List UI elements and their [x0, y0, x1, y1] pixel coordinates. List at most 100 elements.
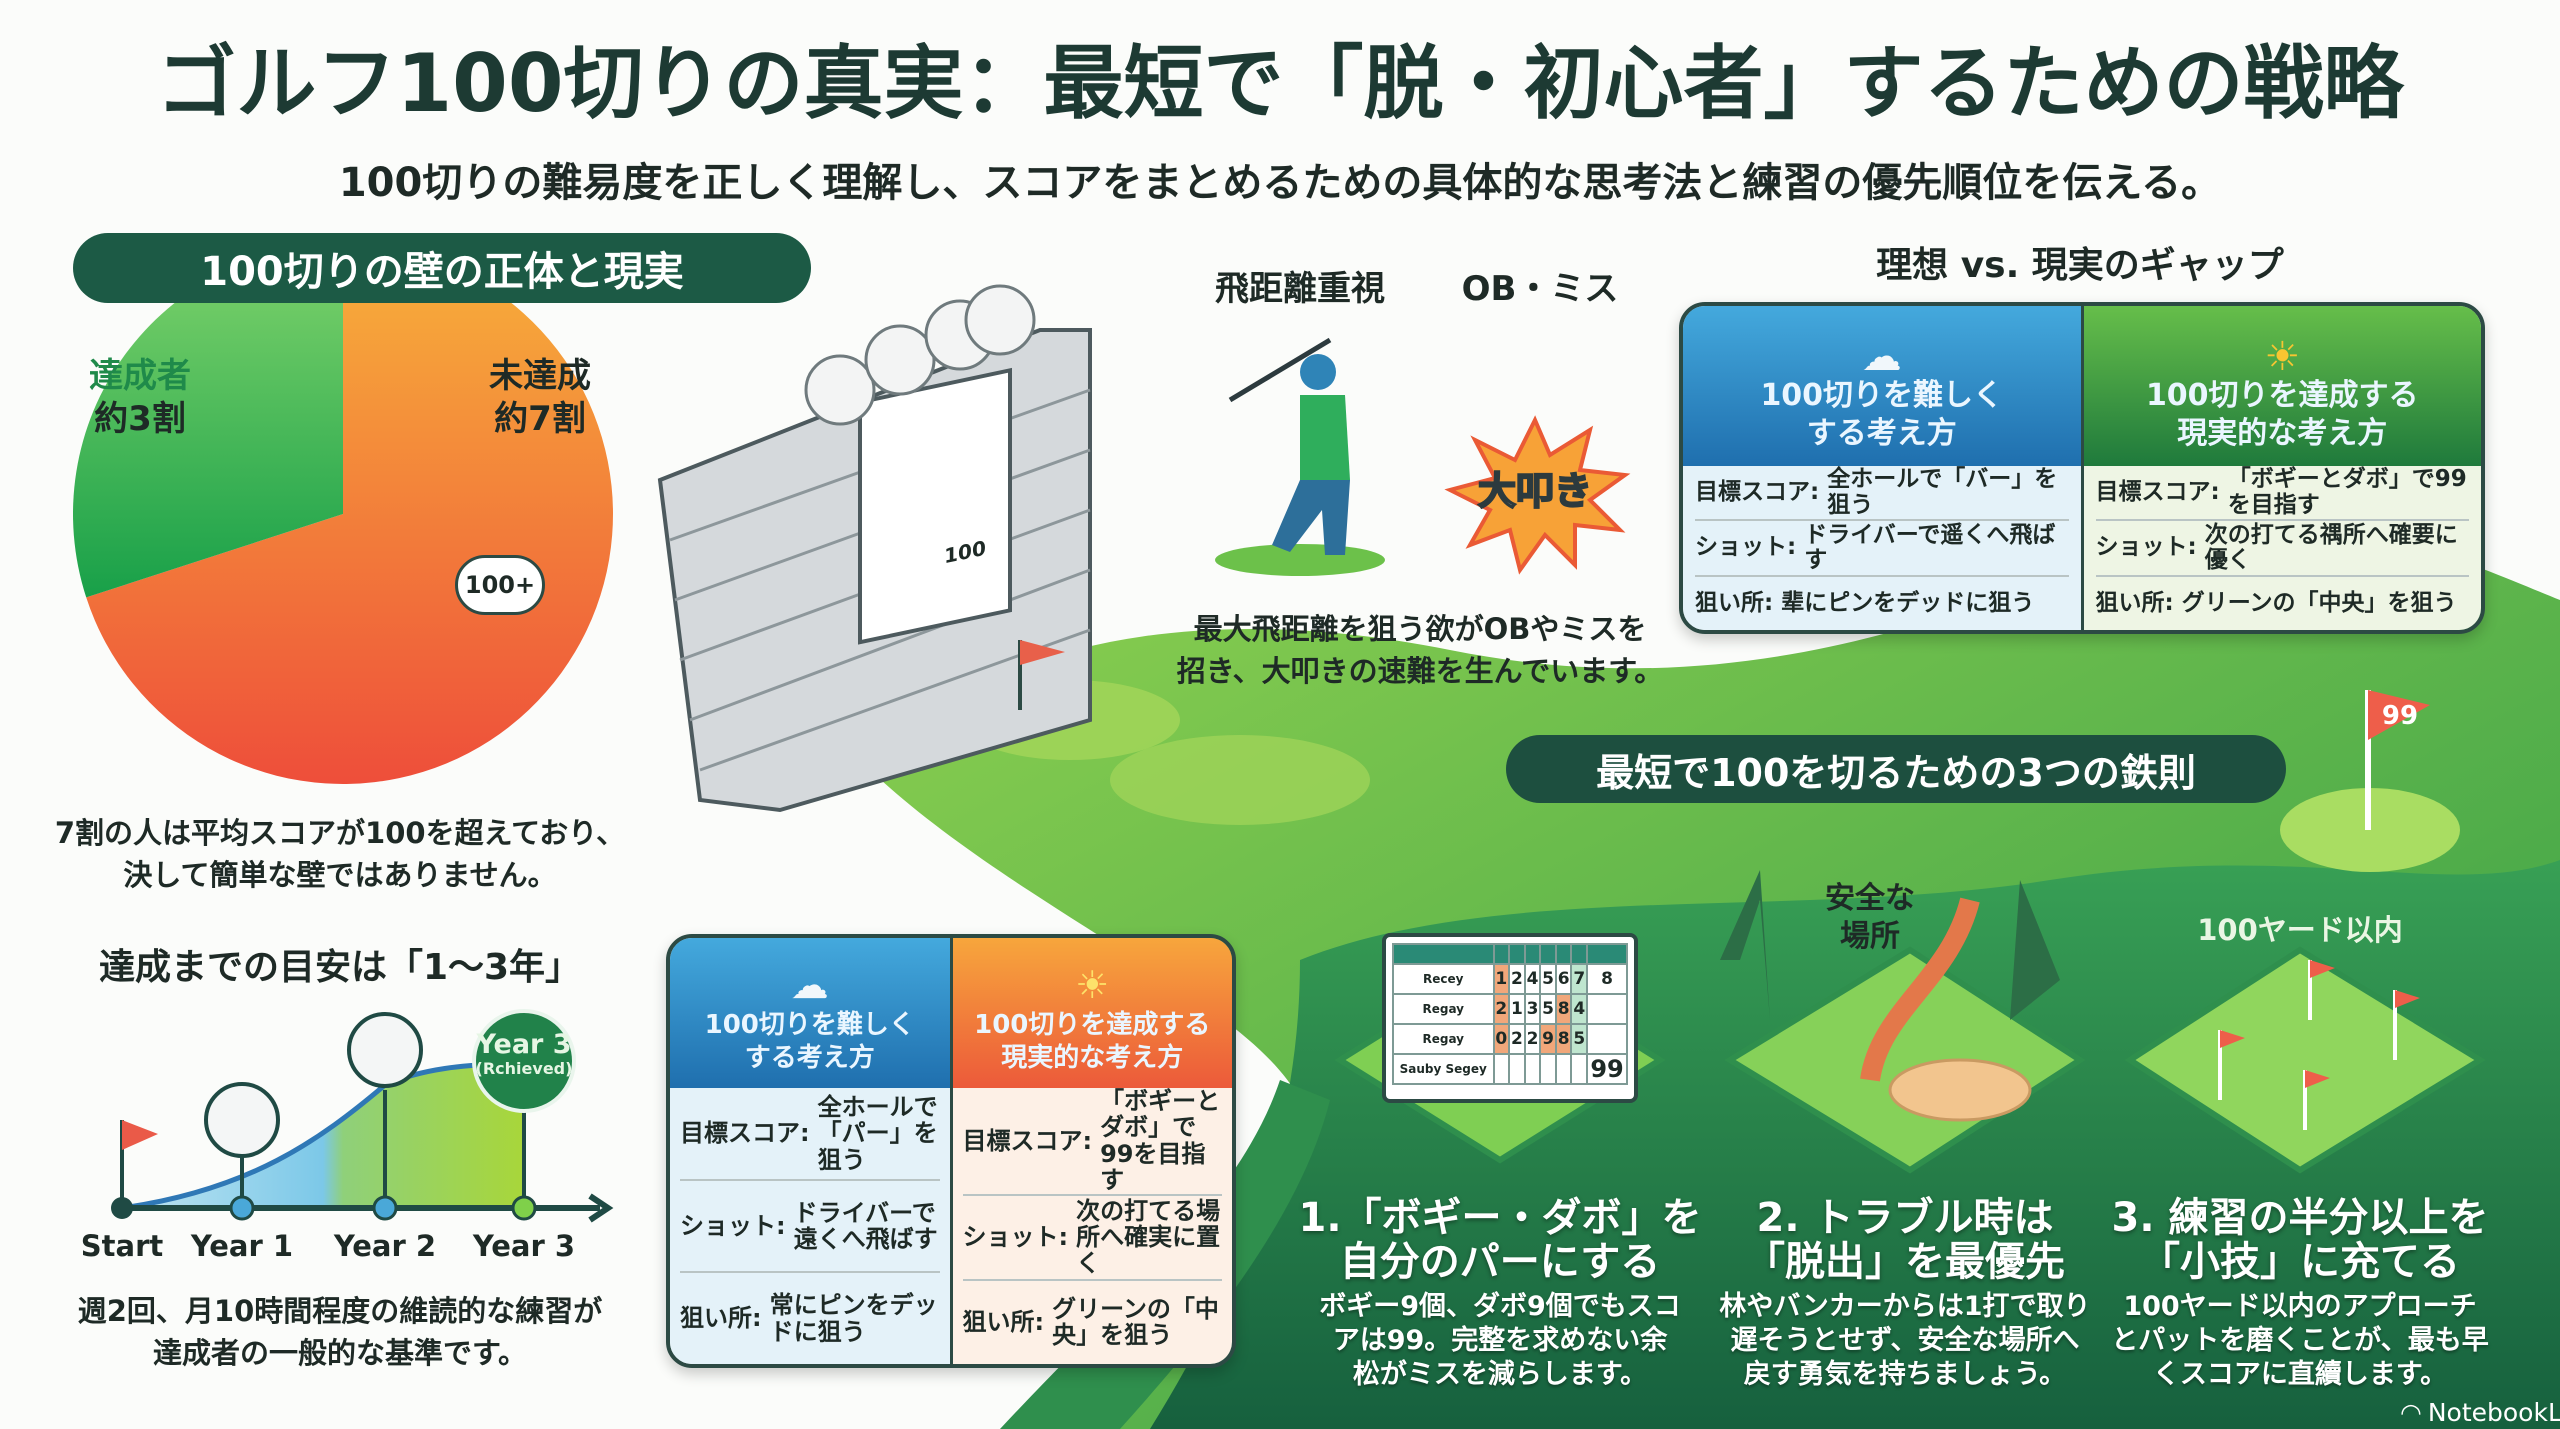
within-100-yards-label: 100ヤード以内 — [2197, 913, 2403, 947]
swing-caption: 最大飛距離を狙う欲がOBやミスを 招き、大叩きの速難を生んでいます。 — [1170, 608, 1670, 692]
scorecard-cell: 4 — [1570, 993, 1589, 1025]
scorecard-header-cell — [1508, 943, 1526, 965]
safe-place-label: 安全な 場所 — [1815, 880, 1925, 955]
scorecard-header-cell — [1492, 943, 1511, 965]
difficult-mindset-rows: 目標スコア:全ホールで「バー」を狙うショット:ドライバーで遥くへ飛ばす狙い所:辈… — [1683, 466, 2081, 630]
label-line: 場所 — [1840, 918, 1900, 954]
comparison-row: ショット:次の打てる場所へ確実に置く — [962, 1196, 1222, 1281]
difficult-mindset-rows: 目標スコア:全ホールで「パー」を狙うショット:ドライバーで遠くへ飛ばす狙い所:常… — [670, 1088, 950, 1364]
scorecard-cell: 1 — [1508, 993, 1526, 1025]
scorecard-cell: 8 — [1586, 963, 1628, 995]
caption-line: 7割の人は平均スコアが100を超えており、 — [54, 816, 626, 850]
scorecard-row-name: Regay — [1392, 993, 1495, 1025]
comparison-row: 狙い所:グリーンの「中央」を狙う — [963, 1281, 1223, 1364]
notebooklm-branding: ◠ NotebookLM — [2400, 1398, 2560, 1427]
header-line: 100切りを達成する — [2145, 378, 2419, 413]
scorecard-cell: 6 — [1554, 963, 1573, 995]
row-value: 次の打てる場所へ確実に置く — [1076, 1196, 1221, 1278]
caption-line: 決して簡単な壁ではありません。 — [123, 858, 557, 893]
golfer-swinging-illustration — [1215, 337, 1385, 576]
score-bubble: 100+ — [455, 555, 545, 615]
rules-heading: 最短で100を切るための3つの鉄則 — [1506, 735, 2286, 803]
comparison-row: 狙い所:常にピンをデッドに狙う — [680, 1273, 940, 1364]
pie-slice-achieved — [72, 244, 343, 598]
rule-description-line: くスコアに直續します。 — [2152, 1358, 2448, 1390]
comparison-row: ショット: 次の打てる禑所へ確要に優く — [2095, 521, 2469, 577]
row-key: ショット: — [2095, 534, 2197, 561]
realistic-mindset-rows: 目標スコア:「ボギーとダボ」で99を目指すショット:次の打てる場所へ確実に置く狙… — [952, 1088, 1232, 1364]
pie-label-achieved: 達成者 約3割 — [70, 355, 210, 440]
difficult-mindset-header: ☁ 100切りを難しく する考え方 — [670, 938, 950, 1088]
row-key: ショット: — [962, 1222, 1069, 1251]
row-key: 目標スコア: — [1695, 479, 1820, 506]
row-key: ショット: — [1695, 534, 1797, 561]
rule-title-line: 3. 練習の半分以上を — [2111, 1195, 2489, 1241]
scorecard-cell: 8 — [1554, 993, 1573, 1025]
page-subtitle: 100切りの難易度を正しく理解し、スコアをまとめるための具体的な思考法と練習の優… — [338, 160, 2222, 206]
rule-description-line: 遅そうとせず、安全な場所へ — [1730, 1324, 2080, 1356]
row-value: 全ホールで「パー」を狙う — [817, 1092, 938, 1174]
row-key: 狙い所: — [1695, 589, 1774, 616]
flag-icon — [1018, 640, 1065, 710]
flag-99-icon — [2365, 690, 2430, 830]
comparison-row: 目標スコア:「ボギーとダボ」で99を目指す — [2095, 466, 2469, 522]
row-value: ドライバーで遥くへ飛ばす — [1804, 521, 2056, 573]
scorecard-header-cell — [1392, 943, 1495, 965]
wall-caption: 7割の人は平均スコアが100を超えており、 決して簡単な壁ではありません。 — [40, 812, 640, 896]
row-value: 全ホールで「バー」を狙う — [1827, 466, 2058, 518]
header-line: 現実的な考え方 — [2177, 415, 2388, 451]
badge-title: Year 3 — [476, 1029, 572, 1060]
timeline-label-year2: Year 2 — [333, 1229, 437, 1263]
header-line: する考え方 — [1806, 415, 1957, 451]
difficult-mindset-header: ☁ 100切りを難しく する考え方 — [1683, 306, 2081, 466]
rule-description-line: 松がミスを減らします。 — [1352, 1358, 1648, 1390]
comparison-row: ショット: ドライバーで遥くへ飛ばす — [1695, 521, 2069, 577]
rule-description-line: ボギー9個、ダボ9個でもスコ — [1319, 1291, 1681, 1322]
gap-comparison-table: ☁ 100切りを難しく する考え方 目標スコア:全ホールで「バー」を狙うショット… — [1679, 302, 2485, 634]
scorecard-row-name: Recey — [1392, 963, 1495, 995]
page-title: ゴルフ100切りの真実：最短で「脱・初心者」するための戦略 — [156, 37, 2404, 130]
timeline-label-year1: Year 1 — [190, 1229, 294, 1263]
scorecard-cell: 5 — [1539, 963, 1557, 995]
scorecard-cell — [1539, 1053, 1557, 1085]
sun-icon: ☀ — [2264, 334, 2301, 380]
label-distance-focus: 飛距離重視 — [1215, 269, 1385, 309]
row-value: 次の打てる禑所へ確要に優く — [2204, 521, 2458, 573]
scorecard-header-cell — [1570, 943, 1589, 965]
timeline-label-year3: Year 3 — [472, 1229, 576, 1263]
rule-title-line: 1.「ボギー・ダボ」を — [1298, 1195, 1702, 1241]
not-achieved-value: 約7割 — [494, 398, 586, 439]
section-heading-wall: 100切りの壁の正体と現実 — [73, 233, 811, 303]
caption-line: 達成者の一般的な基準です。 — [152, 1336, 528, 1371]
achieved-label: 達成者 — [89, 356, 191, 396]
comparison-row: ショット:ドライバーで遠くへ飛ばす — [680, 1181, 940, 1274]
header-line: 100切りを達成する — [974, 1010, 1211, 1040]
rule-description: ボギー9個、ダボ9個でもスコアは99。完整を求めない余松がミスを減らします。 — [1280, 1290, 1720, 1391]
scorecard-cell: 9 — [1539, 1023, 1557, 1055]
scorecard-cell: 7 — [1570, 963, 1589, 995]
pie-label-not-achieved: 未達成 約7割 — [470, 355, 610, 440]
rule-title: 3. 練習の半分以上を「小技」に充てる — [2080, 1196, 2520, 1284]
row-key: 目標スコア: — [680, 1119, 810, 1148]
row-value: ドライバーで遠くへ飛ばす — [793, 1198, 938, 1253]
scorecard-row-name: Regay — [1392, 1023, 1495, 1055]
scorecard-cell — [1570, 1053, 1589, 1085]
timeline-label-start: Start — [80, 1229, 164, 1263]
scorecard-cell — [1586, 1023, 1628, 1055]
row-key: 狙い所: — [962, 1308, 1045, 1337]
rule-description-line: 100ヤード以内のアプローチ — [2123, 1291, 2477, 1322]
realistic-mindset-column: ☀ 100切りを達成する 現実的な考え方 目標スコア:「ボギーとダボ」で99を目… — [2080, 306, 2481, 630]
caption-line: 招き、大叩きの速難を生んでいます。 — [1176, 654, 1664, 689]
difficult-mindset-column: ☁ 100切りを難しく する考え方 目標スコア:全ホールで「パー」を狙うショット… — [670, 938, 950, 1364]
scorecard-cell: 5 — [1539, 993, 1557, 1025]
row-key: 狙い所: — [680, 1304, 762, 1333]
rule-description: 林やバンカーからは1打で取り遅そうとせず、安全な場所へ戻す勇気を持ちましょう。 — [1685, 1290, 2125, 1391]
realistic-mindset-column: ☀ 100切りを達成する 現実的な考え方 目標スコア:「ボギーとダボ」で99を目… — [949, 938, 1232, 1364]
scorecard-header-row — [1392, 943, 1628, 965]
comparison-row: 目標スコア: 全ホールで「バー」を狙う — [1695, 466, 2069, 522]
rule-description-line: アは99。完整を求めない余 — [1332, 1324, 1668, 1356]
comparison-row: 目標スコア:全ホールで「パー」を狙う — [680, 1088, 940, 1181]
